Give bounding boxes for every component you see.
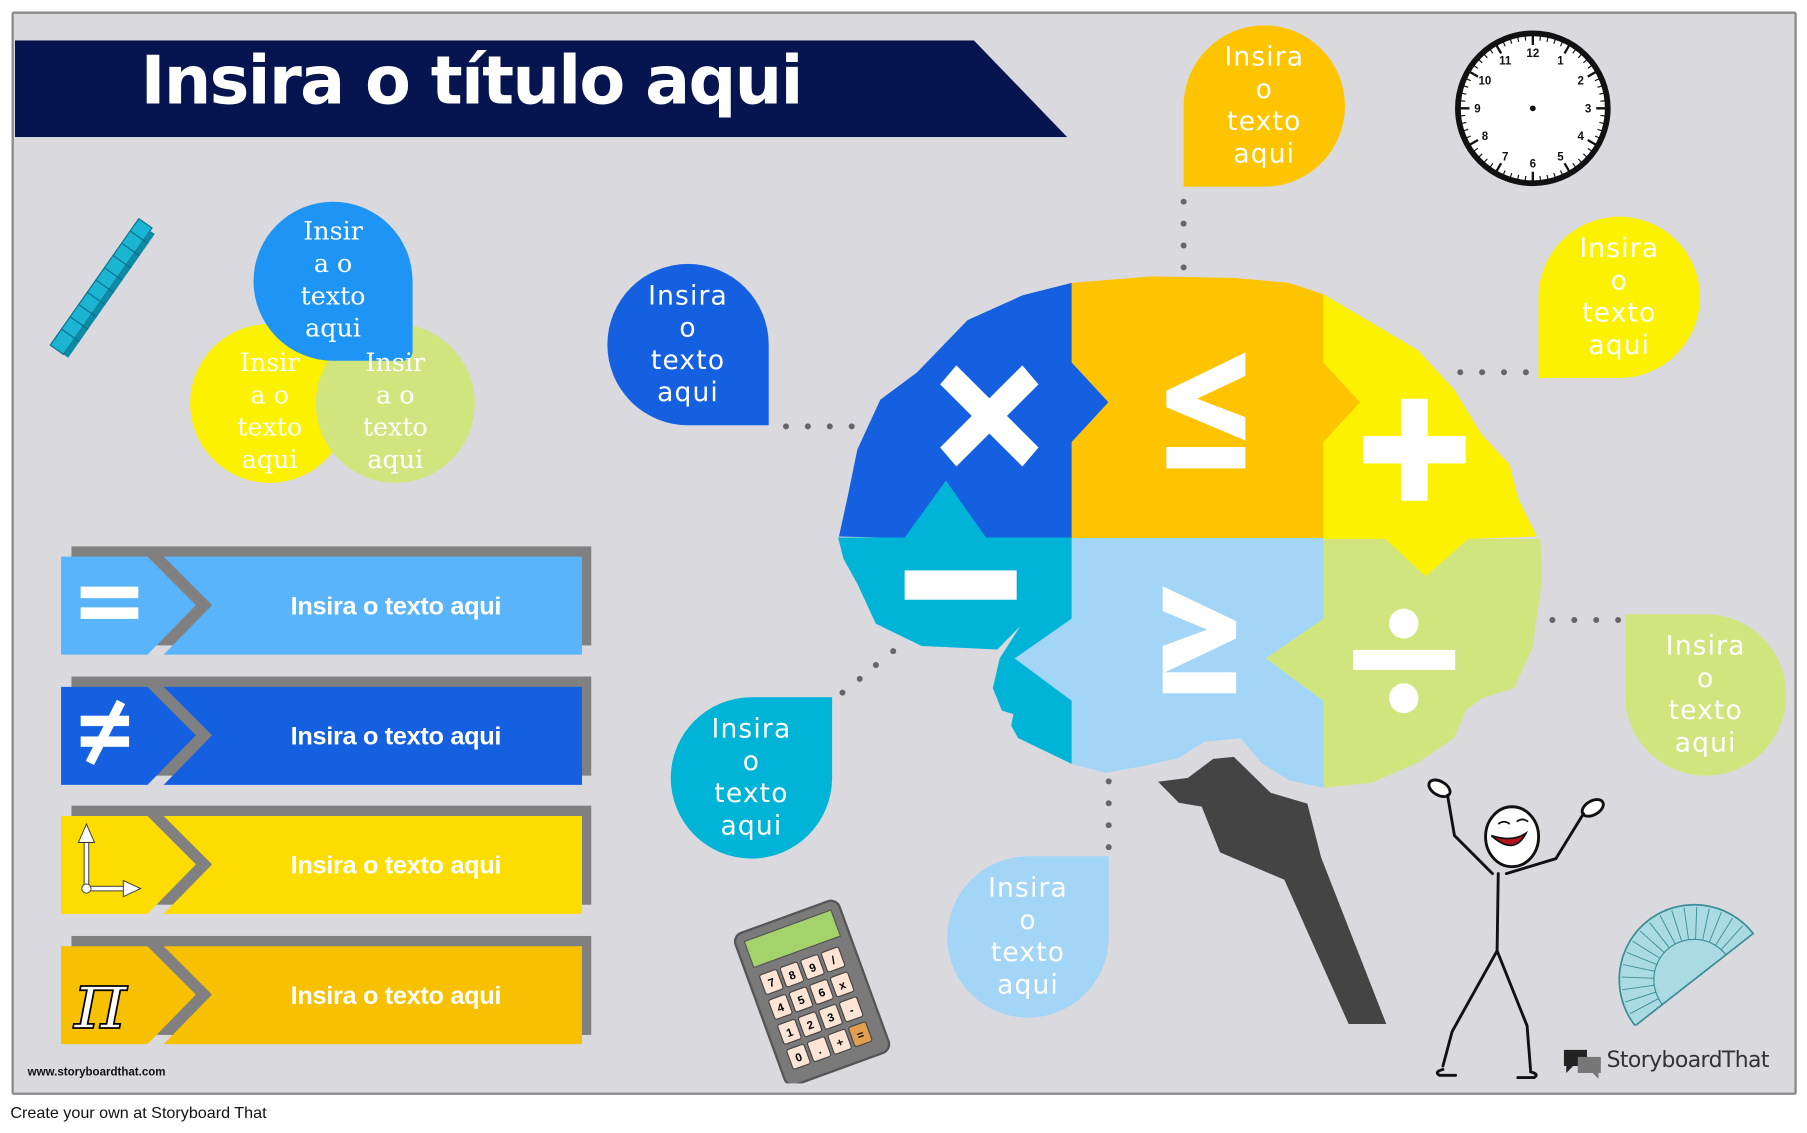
venn-line: aqui xyxy=(242,445,298,477)
bubble-line: aqui xyxy=(1588,330,1650,362)
stick-figure-character xyxy=(1420,772,1610,1083)
bubble-line: o xyxy=(1019,905,1036,937)
page-title[interactable]: Insira o título aqui xyxy=(141,37,802,125)
bubble-line: texto xyxy=(1582,297,1656,329)
clock-number: 7 xyxy=(1502,151,1508,163)
clock-number: 8 xyxy=(1482,131,1489,143)
storyboardthat-logo-icon xyxy=(1562,1046,1603,1078)
row-label: Insira o texto aqui xyxy=(164,946,582,1044)
clock-number: 11 xyxy=(1499,55,1512,67)
clock-number: 6 xyxy=(1530,159,1536,171)
bubble-line: aqui xyxy=(1675,727,1737,759)
venn-line: Insir xyxy=(366,348,426,380)
clock-number: 4 xyxy=(1578,131,1585,143)
venn-line: aqui xyxy=(367,445,423,477)
list-row-axes[interactable]: Insira o texto aqui xyxy=(58,806,600,917)
bubble-line: texto xyxy=(651,345,725,377)
clock-number: 1 xyxy=(1557,55,1564,67)
brain-stem xyxy=(1158,756,1386,1023)
protractor-icon xyxy=(1614,876,1775,1026)
bubble-line: aqui xyxy=(997,969,1059,1001)
bubble-line: texto xyxy=(1227,106,1301,138)
venn-line: aqui xyxy=(305,313,361,345)
bubble-line: Insira xyxy=(648,280,728,312)
venn-line: Insir xyxy=(303,217,363,249)
bubble-line: Insira xyxy=(711,713,791,745)
venn-line: texto xyxy=(237,413,302,445)
venn-line: texto xyxy=(363,413,428,445)
venn-line: Insir xyxy=(240,348,300,380)
footer-link[interactable]: Create your own at Storyboard That xyxy=(10,1103,266,1121)
bubble-line: Insira xyxy=(1579,233,1659,265)
bubble-line: o xyxy=(679,312,696,344)
row-label: Insira o texto aqui xyxy=(164,557,582,655)
bubble-line: o xyxy=(1697,663,1714,695)
list-row-pi[interactable]: π Insira o texto aqui xyxy=(58,936,600,1047)
bubble-line: aqui xyxy=(1233,138,1295,170)
brain-region-yellow xyxy=(1323,294,1537,576)
bubble-line: texto xyxy=(1669,695,1743,727)
bubble-line: Insira xyxy=(1224,41,1304,73)
list-row-not-equal[interactable]: Insira o texto aqui xyxy=(58,677,600,788)
pi-icon: π xyxy=(73,954,129,1046)
venn-line: texto xyxy=(301,281,366,313)
row-label: Insira o texto aqui xyxy=(164,687,582,785)
bubble-line: Insira xyxy=(1666,630,1746,662)
unit-cubes-rod-icon xyxy=(44,207,159,368)
bubble-line: texto xyxy=(991,937,1065,969)
clock-number: 5 xyxy=(1557,151,1564,163)
row-label: Insira o texto aqui xyxy=(164,816,582,914)
bubble-line: aqui xyxy=(720,810,782,842)
bubble-line: o xyxy=(1256,74,1273,106)
bubble-line: Insira xyxy=(988,872,1068,904)
clock-number: 12 xyxy=(1526,48,1539,60)
bubble-line: aqui xyxy=(657,377,719,409)
bubble-line: o xyxy=(743,746,760,778)
clock-number: 9 xyxy=(1474,103,1480,115)
clock-number: 2 xyxy=(1578,76,1584,88)
venn-line: a o xyxy=(376,380,414,412)
venn-line: a o xyxy=(314,249,352,281)
list-row-equals[interactable]: Insira o texto aqui xyxy=(58,546,600,657)
bubble-line: texto xyxy=(714,778,788,810)
site-url: www.storyboardthat.com xyxy=(28,1066,166,1079)
bubble-line: o xyxy=(1611,265,1628,297)
clock-number: 10 xyxy=(1479,76,1492,88)
venn-line: a o xyxy=(250,380,288,412)
storyboardthat-logo[interactable]: StoryboardThat xyxy=(1607,1048,1769,1073)
clock-number: 3 xyxy=(1585,103,1591,115)
minus-symbol xyxy=(905,570,1017,599)
